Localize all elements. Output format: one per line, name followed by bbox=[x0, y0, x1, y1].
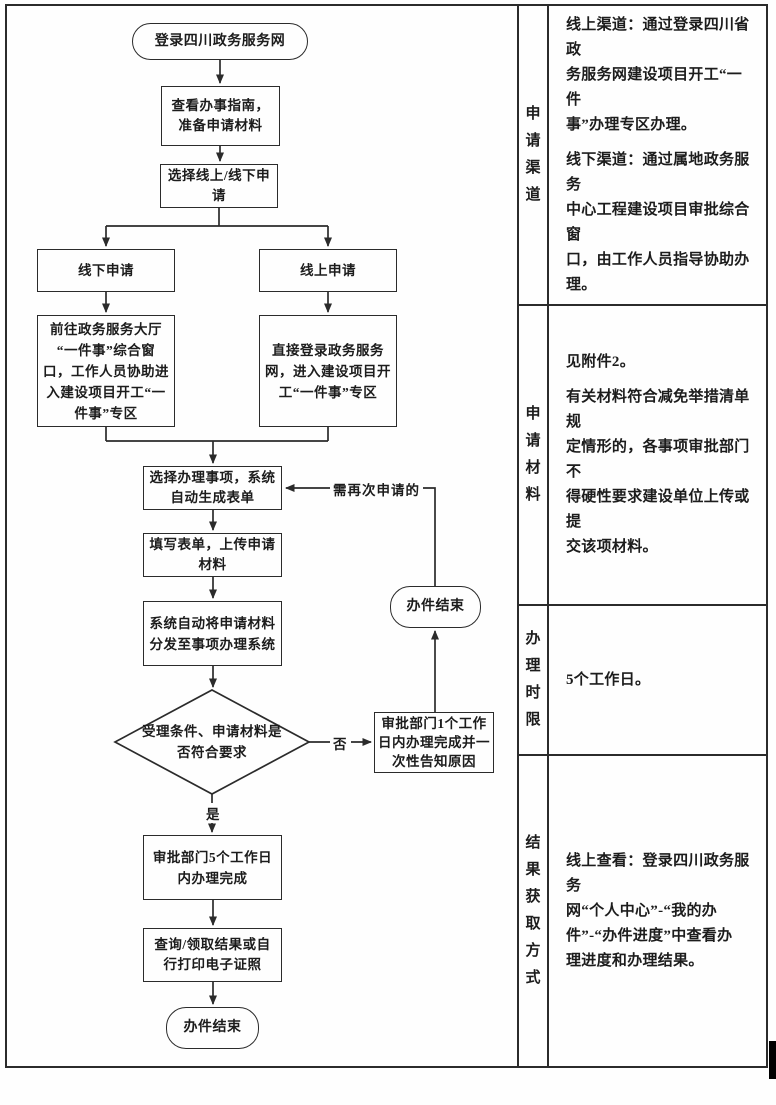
node-choose-channel: 选择线上/线下申 请 bbox=[160, 164, 278, 208]
edge-label-no: 否 bbox=[330, 733, 351, 753]
edge-label-yes: 是 bbox=[203, 803, 224, 823]
node-end-upper: 办件结束 bbox=[390, 586, 481, 628]
row-text-result-method: 线上查看：登录四川政务服务 网“个人中心”-“我的办 件”-“办件进度”中查看办… bbox=[549, 756, 768, 1066]
node-end-lower: 办件结束 bbox=[166, 1007, 259, 1049]
node-view-guide: 查看办事指南， 准备申请材料 bbox=[161, 86, 280, 146]
row-label-result-method: 结 果 获 取 方 式 bbox=[525, 835, 541, 986]
row-divider-1 bbox=[517, 304, 768, 306]
edge-label-reapply: 需再次申请的 bbox=[330, 479, 423, 499]
split-line bbox=[106, 208, 328, 227]
row-text-processing-time: 5个工作日。 bbox=[549, 606, 768, 754]
table-outer-border bbox=[5, 4, 768, 1068]
arrow-reapply-loop bbox=[285, 484, 436, 586]
node-online-apply: 线上申请 bbox=[259, 249, 397, 292]
paragraph-offline-channel: 线下渠道：通过属地政务服务 中心工程建设项目审批综合窗 口，由工作人员指导协助办… bbox=[566, 151, 750, 293]
node-approve: 审批部门5个工作日 内办理完成 bbox=[143, 835, 282, 900]
paragraph-material-exemption: 有关材料符合减免举措清单规 定情形的，各事项审批部门不 得硬性要求建设单位上传或… bbox=[566, 389, 750, 555]
row-text-application-channel: 线上渠道：通过登录四川省政 务服务网建设项目开工“一件 事”办理专区办理。 线下… bbox=[549, 6, 768, 304]
node-online-detail: 直接登录政务服务 网，进入建设项目开 工“一件事”专区 bbox=[259, 315, 397, 427]
node-reject-notice: 审批部门1个工作 日内办理完成并一 次性告知原因 bbox=[374, 712, 494, 773]
scan-artifact bbox=[769, 1041, 776, 1079]
node-decision-text: 受理条件、申请材料是 否符合要求 bbox=[142, 724, 282, 760]
row-divider-2 bbox=[517, 604, 768, 606]
row-label-application-materials: 申 请 材 料 bbox=[525, 406, 541, 503]
node-select-item: 选择办理事项，系统 自动生成表单 bbox=[143, 466, 282, 510]
paragraph-see-attachment: 见附件2。 bbox=[566, 354, 636, 370]
node-offline-detail: 前往政务服务大厅 “一件事”综合窗 口，工作人员协助进 入建设项目开工“一 件事… bbox=[37, 315, 175, 427]
node-fill-form: 填写表单，上传申请 材料 bbox=[143, 533, 282, 577]
node-start: 登录四川政务服务网 bbox=[132, 23, 308, 60]
divider-labels-text bbox=[547, 4, 549, 1068]
paragraph-working-days: 5个工作日。 bbox=[566, 671, 651, 688]
node-get-result: 查询/领取结果或自 行打印电子证照 bbox=[143, 928, 282, 982]
row-label-processing-time: 办 理 时 限 bbox=[525, 631, 541, 728]
row-label-application-channel: 申 请 渠 道 bbox=[525, 106, 541, 203]
merge-line bbox=[105, 427, 329, 442]
paragraph-online-check: 线上查看：登录四川政务服务 网“个人中心”-“我的办 件”-“办件进度”中查看办… bbox=[566, 852, 750, 969]
node-dispatch: 系统自动将申请材料 分发至事项办理系统 bbox=[143, 601, 282, 666]
divider-flowchart-labels bbox=[517, 4, 519, 1068]
node-offline-apply: 线下申请 bbox=[37, 249, 175, 292]
row-divider-3 bbox=[517, 754, 768, 756]
paragraph-online-channel: 线上渠道：通过登录四川省政 务服务网建设项目开工“一件 事”办理专区办理。 bbox=[566, 16, 750, 133]
row-text-application-materials: 见附件2。 有关材料符合减免举措清单规 定情形的，各事项审批部门不 得硬性要求建… bbox=[549, 306, 768, 604]
